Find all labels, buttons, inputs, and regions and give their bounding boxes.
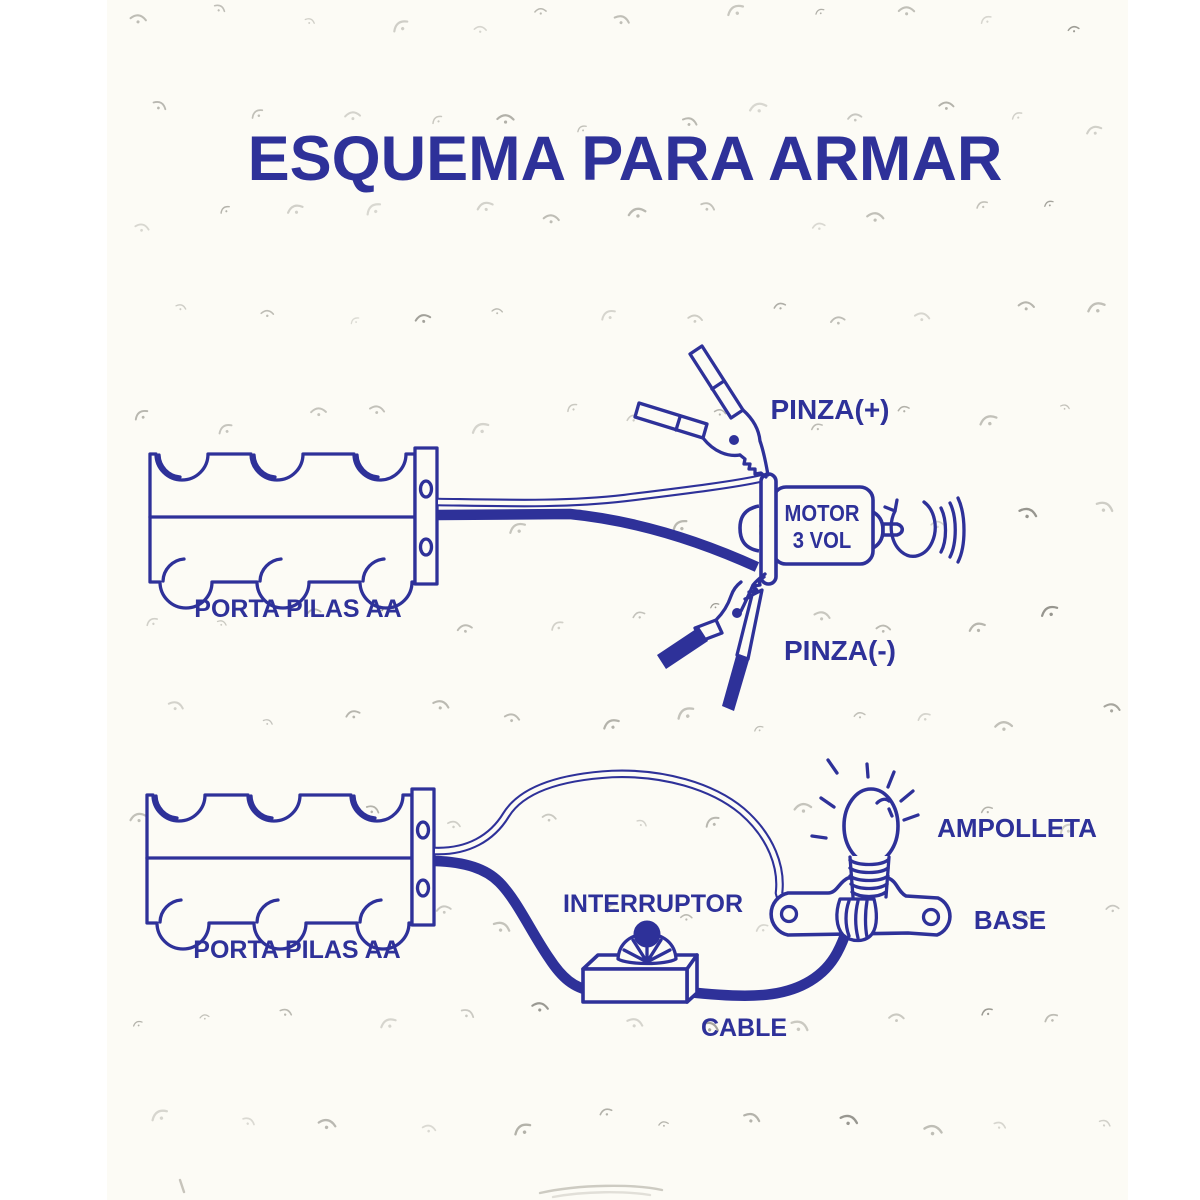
bulb-label: AMPOLLETA [937,813,1097,843]
switch-front-face [581,967,689,1004]
light-bulb [810,758,920,899]
top-circuit: PORTA PILAS AA MOTOR 3 VOL [148,344,966,711]
page-title: ESQUEMA PARA ARMAR [248,124,1003,194]
pinza-negative-label: PINZA(-) [784,635,896,666]
lamp-base [769,876,952,943]
alligator-clip-positive [633,344,770,479]
switch [581,920,699,1004]
motor-terminal-plate [759,472,778,586]
bulb-threads [848,855,891,899]
cable-label: CABLE [701,1014,787,1042]
bulb-highlight [875,797,894,818]
motor-label-line2: 3 VOL [793,527,851,554]
rotation-arrow-icon [883,496,966,564]
pencil-smudge [178,1178,664,1199]
switch-button [633,920,661,948]
wire-thin-bottom [434,769,786,902]
motor: MOTOR 3 VOL [738,472,966,586]
pinza-positive-label: PINZA(+) [771,394,890,425]
wire-thin-top [437,473,765,508]
switch-dome [616,932,678,966]
battery-top-label: PORTA PILAS AA [194,595,401,623]
base-hole-right [921,907,941,927]
base-label: BASE [974,905,1046,935]
base-hole-left [779,904,799,924]
motor-label: MOTOR 3 VOL [785,500,860,554]
bottom-circuit: PORTA PILAS AA [145,758,1097,1042]
switch-label: INTERRUPTOR [563,890,743,918]
motor-label-line1: MOTOR [785,500,860,527]
light-rays-icon [810,758,920,840]
alligator-clip-negative [657,572,767,711]
battery-bottom-label: PORTA PILAS AA [193,936,400,964]
wire-thick-top [437,508,760,572]
